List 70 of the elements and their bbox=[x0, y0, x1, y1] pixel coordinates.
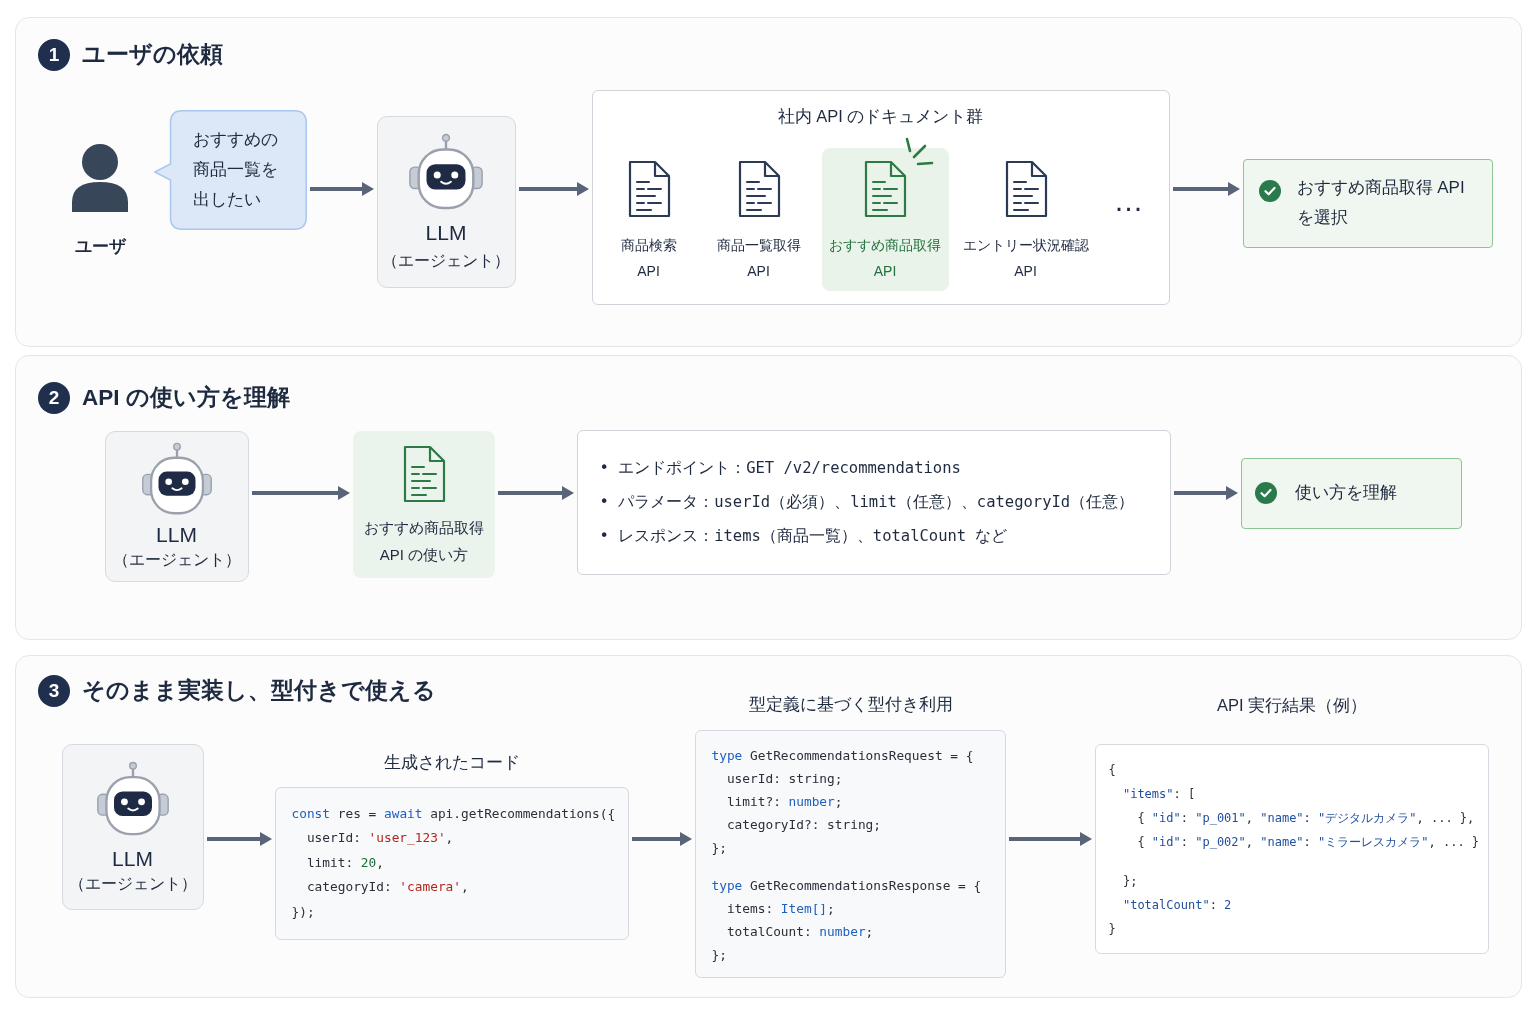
result-text: おすすめ商品取得 API を選択 bbox=[1296, 177, 1466, 229]
agent-name: LLM bbox=[155, 521, 198, 548]
section-panel bbox=[15, 655, 1522, 998]
number-badge: 3 bbox=[38, 675, 70, 707]
number-badge: 2 bbox=[38, 382, 70, 414]
box-title: API 実行結果（例） bbox=[1215, 695, 1369, 716]
arrow bbox=[310, 182, 374, 196]
code-line: }; bbox=[711, 946, 727, 964]
result-box bbox=[1243, 159, 1493, 248]
code-line: }; bbox=[711, 839, 727, 857]
box-title: 型定義に基づく型付き利用 bbox=[747, 694, 954, 715]
code-line: { bbox=[1108, 761, 1116, 779]
section-panel bbox=[15, 355, 1522, 640]
code-line: categoryId: 'camera', bbox=[306, 878, 469, 896]
code-line: type GetRecommendationsRequest = { bbox=[711, 747, 974, 765]
number-badge: 1 bbox=[38, 39, 70, 71]
code-line: categoryId?: string; bbox=[726, 816, 881, 834]
api-name: おすすめ商品取得 API bbox=[828, 235, 942, 281]
arrow bbox=[207, 832, 272, 846]
document-group bbox=[592, 90, 1170, 305]
bullet-item: • レスポンス：items（商品一覧）、totalCount など bbox=[599, 525, 1008, 547]
code-line: userId: 'user_123', bbox=[306, 829, 454, 847]
agent-box bbox=[105, 431, 249, 582]
arrow bbox=[252, 486, 350, 500]
code-line: }); bbox=[291, 902, 315, 921]
agent-name: LLM bbox=[111, 845, 154, 872]
document-card bbox=[353, 431, 495, 578]
arrow bbox=[632, 832, 692, 846]
api-name: 商品検索 API bbox=[619, 235, 678, 281]
arrow bbox=[519, 182, 589, 196]
code-line: type GetRecommendationsResponse = { bbox=[711, 877, 982, 895]
section-heading: API の使い方を理解 bbox=[82, 384, 290, 412]
agent-role: （エージェント） bbox=[381, 250, 511, 271]
section-panel bbox=[15, 17, 1522, 347]
api-name: エントリー状況確認 API bbox=[961, 235, 1090, 281]
result-text: 使い方を理解 bbox=[1294, 482, 1398, 504]
code-line: "items": [ bbox=[1122, 785, 1196, 803]
agent-name: LLM bbox=[424, 219, 468, 246]
code-line: }; bbox=[1122, 872, 1138, 890]
agent-box bbox=[62, 744, 204, 910]
code-line: limit?: number; bbox=[726, 793, 843, 811]
code-line: totalCount: number; bbox=[726, 923, 874, 941]
bullet-item: • パラメータ：userId（必須）、limit（任意）、categoryId（任意） bbox=[599, 491, 1135, 513]
card-title: おすすめ商品取得 API の使い方 bbox=[363, 518, 485, 565]
code-line: } bbox=[1108, 920, 1116, 938]
section-heading: ユーザの依頼 bbox=[82, 41, 223, 69]
ellipsis: … bbox=[1113, 188, 1144, 213]
api-name: 商品一覧取得 API bbox=[715, 235, 802, 281]
code-line: items: Item[]; bbox=[726, 900, 835, 918]
arrow bbox=[1009, 832, 1092, 846]
user-label: ユーザ bbox=[73, 236, 127, 258]
section-heading: そのまま実装し、型付きで使える bbox=[82, 677, 436, 705]
speech-bubble: おすすめの商品一覧を出したい bbox=[154, 110, 307, 230]
agent-box bbox=[377, 116, 516, 288]
bullet-item: • エンドポイント：GET /v2/recommendations bbox=[599, 457, 961, 479]
arrow bbox=[498, 486, 574, 500]
code-line: const res = await api.getRecommendations({ bbox=[291, 804, 616, 823]
info-box bbox=[577, 430, 1171, 575]
group-title: 社内 API のドキュメント群 bbox=[776, 105, 985, 127]
result-box bbox=[1241, 458, 1462, 529]
code-line: userId: string; bbox=[726, 770, 843, 788]
agent-role: （エージェント） bbox=[111, 549, 242, 570]
code-line: "totalCount": 2 bbox=[1122, 896, 1232, 914]
arrow bbox=[1174, 486, 1238, 500]
code-line: limit: 20, bbox=[306, 853, 384, 872]
arrow bbox=[1173, 182, 1240, 196]
code-line: { "id": "p_001", "name": "デジタルカメラ", ... }, bbox=[1137, 809, 1475, 827]
agent-role: （エージェント） bbox=[67, 873, 198, 894]
box-title: 生成されたコード bbox=[383, 752, 521, 773]
code-line: { "id": "p_002", "name": "ミラーレスカメラ", ... } bbox=[1137, 833, 1480, 851]
